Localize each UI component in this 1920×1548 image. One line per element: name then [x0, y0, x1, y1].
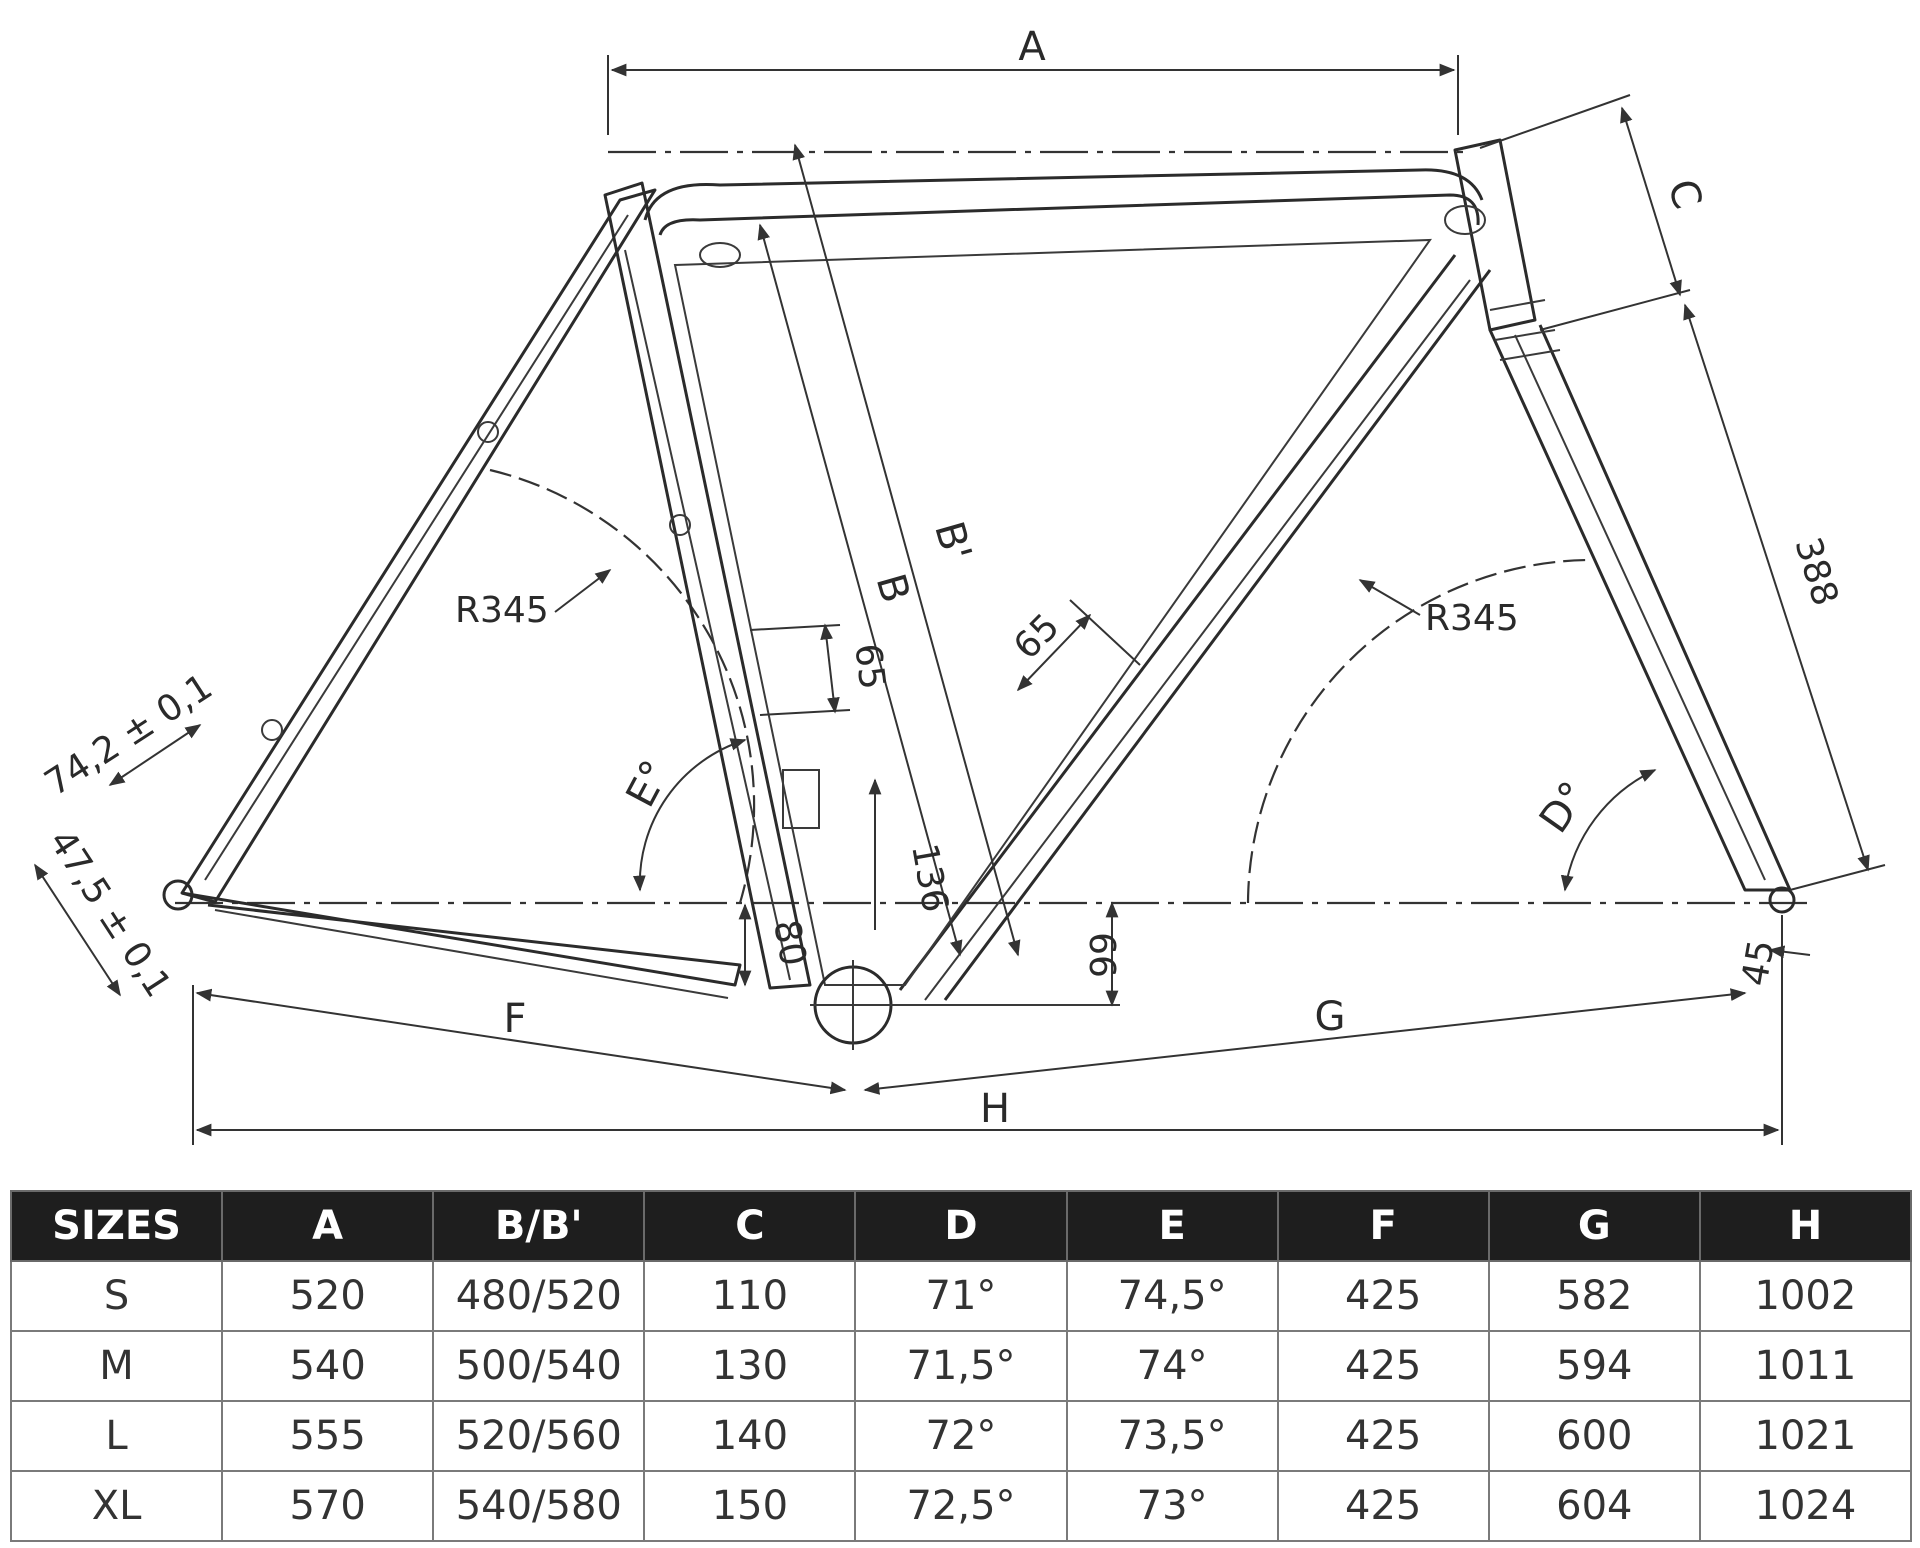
table-cell: 73°: [1065, 1470, 1279, 1542]
table-cell: 72,5°: [854, 1470, 1068, 1542]
dim-label-fork-length: 388: [1786, 533, 1845, 611]
table-cell: 540: [221, 1330, 435, 1402]
table-cell: 71°: [854, 1260, 1068, 1332]
dim-label-b: B: [867, 569, 919, 608]
table-header: H: [1698, 1190, 1913, 1262]
table-header: C: [643, 1190, 857, 1262]
table-cell: 500/540: [432, 1330, 646, 1402]
table-cell: 582: [1487, 1260, 1701, 1332]
table-cell: 1002: [1698, 1260, 1913, 1332]
front-wheel-arc: [1246, 558, 1591, 904]
table-cell: 425: [1276, 1400, 1490, 1472]
dim-label-bb-drop: 66: [1081, 932, 1122, 978]
dim-label-f: F: [503, 996, 526, 1042]
table-cell: 71,5°: [854, 1330, 1068, 1402]
table-cell: 74,5°: [1065, 1260, 1279, 1332]
dim-label-a: A: [1018, 24, 1046, 70]
table-cell: 1011: [1698, 1330, 1913, 1402]
table-row: M 540 500/540 130 71,5° 74° 425 594 1011: [9, 1330, 1913, 1402]
table-row: L 555 520/560 140 72° 73,5° 425 600 1021: [9, 1400, 1913, 1472]
frame-outline: [162, 138, 1796, 1050]
rear-wheel-arc: [489, 468, 756, 904]
table-row: S 520 480/520 110 71° 74,5° 425 582 1002: [9, 1260, 1913, 1332]
table-header: D: [854, 1190, 1068, 1262]
table-cell: M: [9, 1330, 224, 1402]
table-cell: 604: [1487, 1470, 1701, 1542]
table-cell: 520/560: [432, 1400, 646, 1472]
dim-label-45: 45: [1735, 937, 1783, 989]
dim-label-b-prime: B': [925, 517, 980, 567]
table-cell: 150: [643, 1470, 857, 1542]
dim-label-top-65: 65: [1006, 606, 1067, 667]
angle-label-e: E°: [618, 753, 680, 815]
table-cell: 1024: [1698, 1470, 1913, 1542]
frame-geometry-diagram: A C 388 B' B R345 R345 E° D° 65 65 136 8…: [34, 24, 1886, 1145]
table-cell: 425: [1276, 1470, 1490, 1542]
label-r345-front: R345: [1425, 598, 1519, 639]
angle-label-d: D°: [1531, 774, 1598, 842]
table-cell: 425: [1276, 1330, 1490, 1402]
table-cell: 140: [643, 1400, 857, 1472]
geometry-table: SIZES A B/B' C D E F G H S 520 480/520 1…: [9, 1190, 1913, 1542]
table-header: F: [1276, 1190, 1490, 1262]
table-cell: 72°: [854, 1400, 1068, 1472]
table-header: G: [1487, 1190, 1701, 1262]
table-cell: 600: [1487, 1400, 1701, 1472]
dim-label-80: 80: [765, 917, 813, 969]
label-r345-rear: R345: [455, 590, 549, 631]
dim-label-g: G: [1315, 994, 1346, 1040]
table-row: XL 570 540/580 150 72,5° 73° 425 604 102…: [9, 1470, 1913, 1542]
table-cell: L: [9, 1400, 224, 1472]
table-cell: 570: [221, 1470, 435, 1542]
table-header: A: [221, 1190, 435, 1262]
dim-label-seat-65: 65: [846, 641, 892, 691]
dim-label-h: H: [980, 1086, 1010, 1132]
table-cell: 480/520: [432, 1260, 646, 1332]
table-header: B/B': [432, 1190, 646, 1262]
table-header-row: SIZES A B/B' C D E F G H: [9, 1190, 1913, 1262]
dim-label-c: C: [1658, 174, 1710, 214]
table-cell: 425: [1276, 1260, 1490, 1332]
table-cell: XL: [9, 1470, 224, 1542]
table-cell: 73,5°: [1065, 1400, 1279, 1472]
table-cell: 110: [643, 1260, 857, 1332]
table-cell: 594: [1487, 1330, 1701, 1402]
table-header: E: [1065, 1190, 1279, 1262]
table-cell: 74°: [1065, 1330, 1279, 1402]
table-cell: 1021: [1698, 1400, 1913, 1472]
table-cell: S: [9, 1260, 224, 1332]
dim-label-dropout-742: 74,2 ± 0,1: [38, 666, 220, 804]
table-cell: 540/580: [432, 1470, 646, 1542]
table-header: SIZES: [9, 1190, 224, 1262]
table-cell: 555: [221, 1400, 435, 1472]
table-cell: 520: [221, 1260, 435, 1332]
dim-label-136: 136: [903, 841, 955, 916]
table-cell: 130: [643, 1330, 857, 1402]
